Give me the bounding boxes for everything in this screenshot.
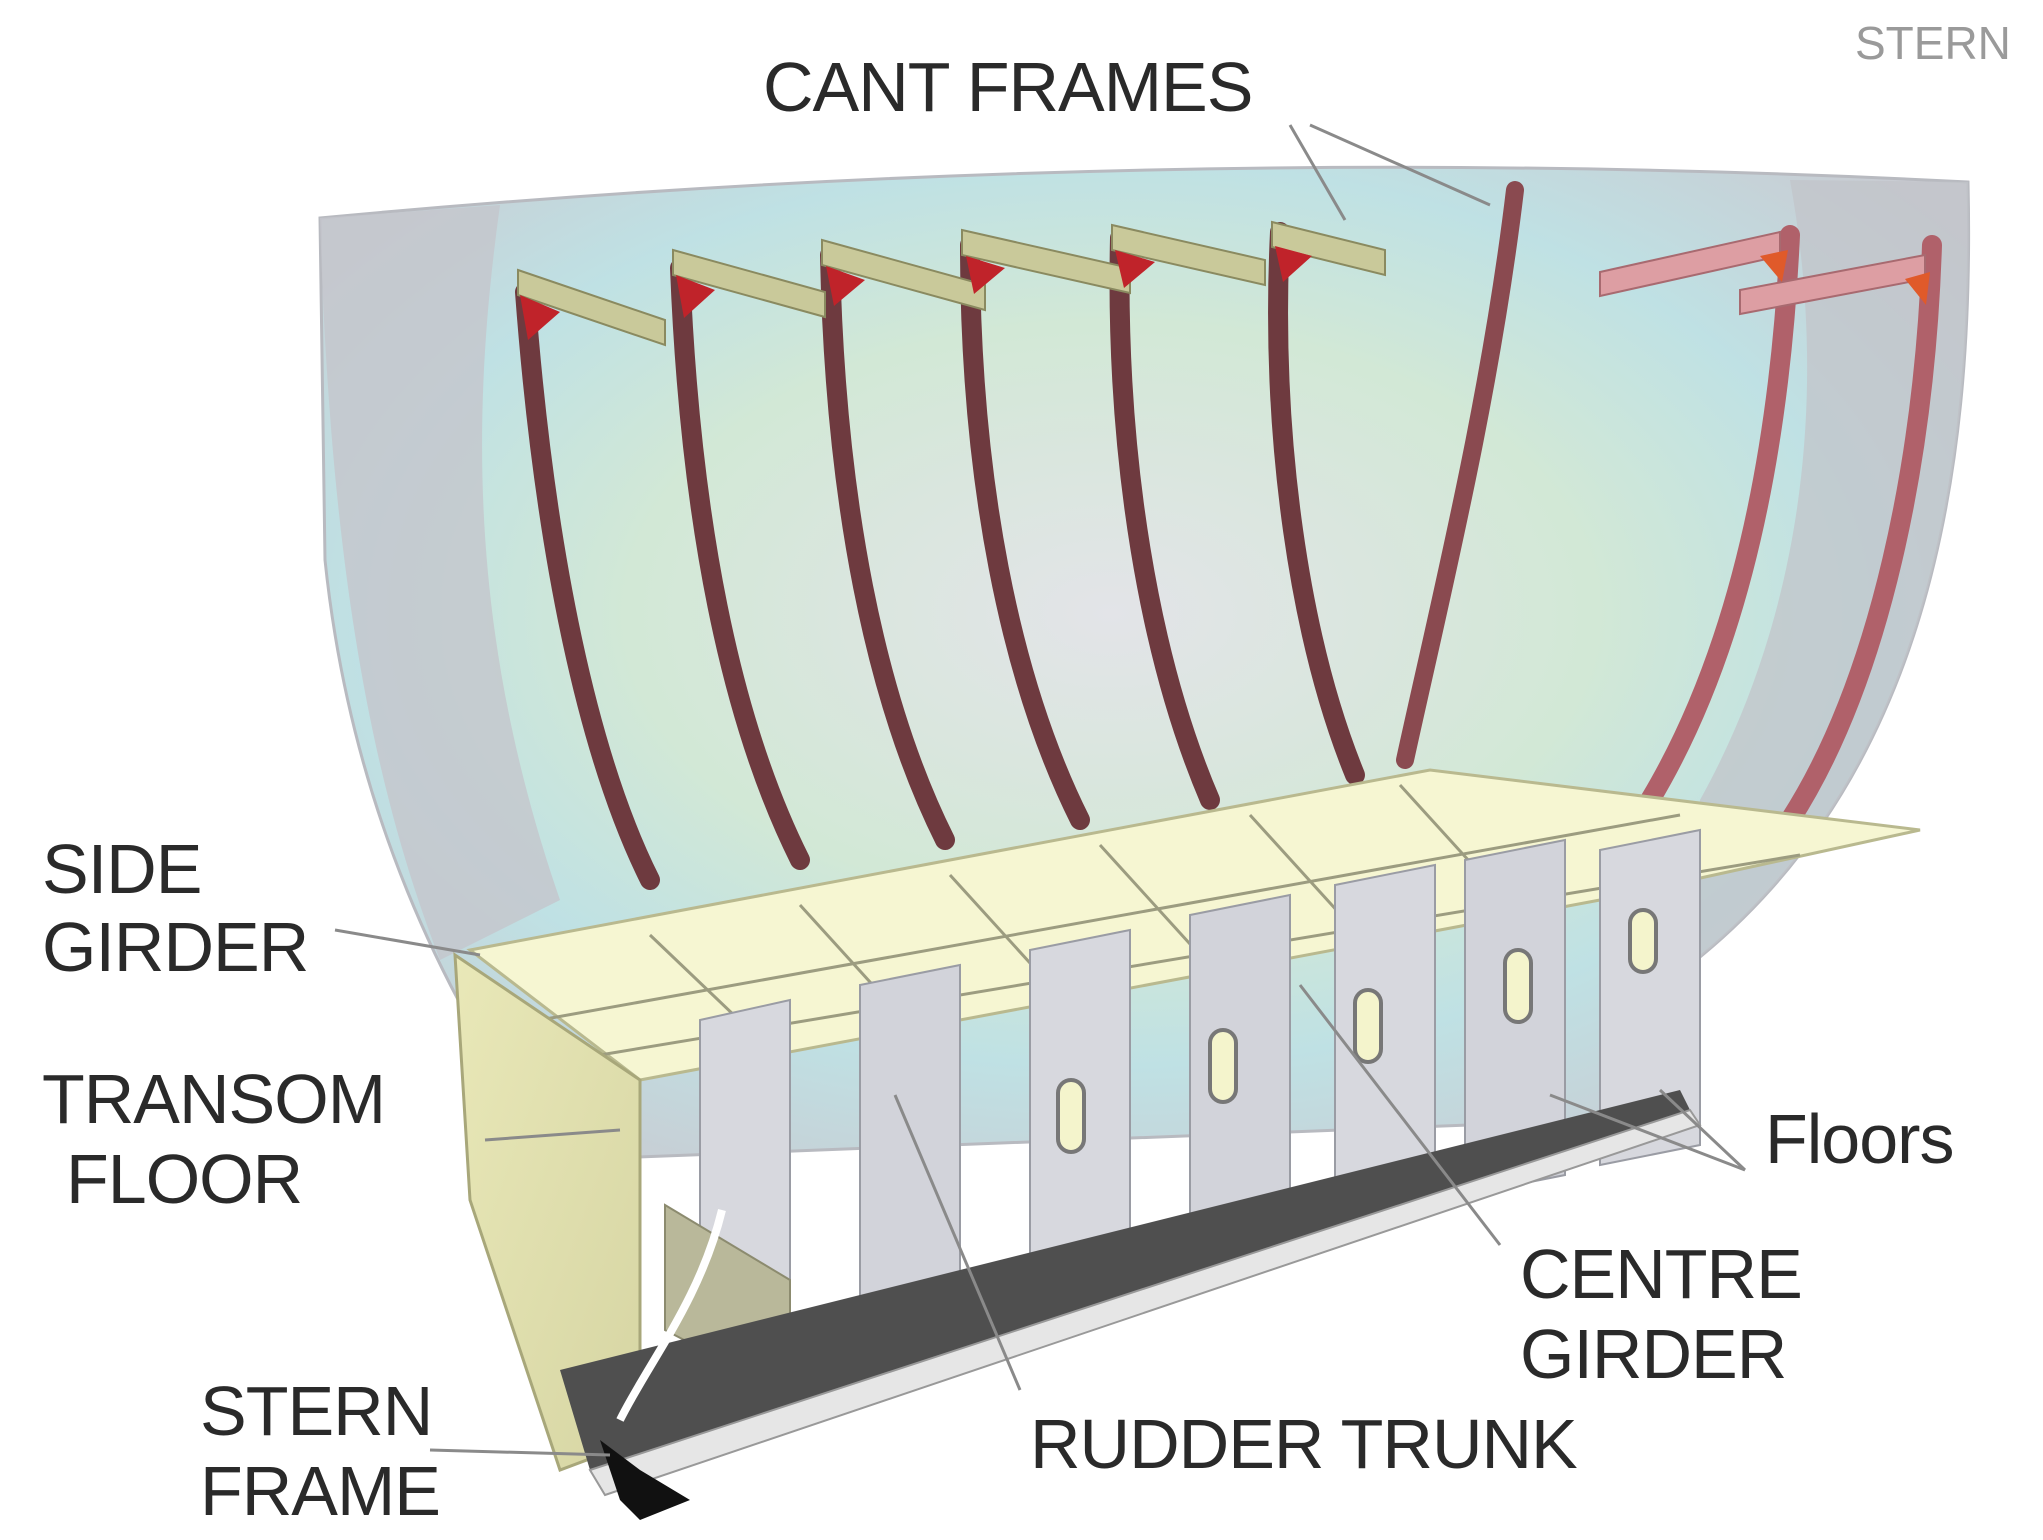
hole-4: [1503, 948, 1533, 1024]
leader-stern-frame: [429, 1448, 611, 1457]
transom-floor-label-line-1: TRANSOM: [42, 1060, 386, 1138]
cant-frame-4: [960, 235, 1090, 830]
rudder-trunk-label: RUDDER TRUNK: [1030, 1405, 1578, 1483]
floors-label: Floors: [1765, 1100, 1954, 1178]
side-girder-label-line-1: SIDE: [42, 830, 202, 908]
cant-frame-6: [1268, 222, 1365, 785]
cant-frame-5: [1109, 228, 1220, 810]
bracket-1: [520, 295, 560, 340]
cant-frame-1: [515, 282, 660, 890]
centre-girder-label-line-1: CENTRE: [1520, 1235, 1803, 1313]
lightening-holes: [1056, 908, 1658, 1154]
stern-frame: [600, 1440, 690, 1520]
shell-shade-left: [320, 205, 560, 960]
cant-frame-8: [1640, 225, 1800, 810]
cant-frame-9: [1780, 235, 1942, 830]
bracket-2: [676, 275, 715, 318]
stern-corner-label: STERN: [1855, 17, 2011, 69]
bracket-7: [1760, 250, 1788, 282]
hole-2: [1208, 1028, 1238, 1104]
bracket-6: [1275, 246, 1312, 282]
leader-floors-a: [1658, 1088, 1747, 1172]
bracket-8: [1905, 272, 1930, 305]
hole-5: [1628, 908, 1658, 974]
leader-centre-girder: [1298, 984, 1502, 1246]
hole-1: [1056, 1078, 1086, 1154]
keel-plate: [560, 1090, 1690, 1470]
rudder-trunk: [616, 1209, 726, 1422]
cant-frames-label: CANT FRAMES: [763, 48, 1253, 126]
bracket-5: [1115, 250, 1155, 288]
floor-7: [1599, 828, 1701, 1167]
cant-frame-7: [1396, 181, 1524, 769]
cant-frame-3: [820, 245, 955, 850]
deck-beam-6: [1271, 220, 1386, 277]
deck-beam-2: [672, 248, 826, 319]
transom-floor-label-line-2: FLOOR: [66, 1140, 303, 1218]
leader-floors-b: [1549, 1093, 1746, 1172]
leader-lines: [334, 123, 1747, 1457]
leader-side-girder: [334, 928, 481, 957]
brackets-group: [520, 246, 1930, 340]
keel-edge: [588, 1108, 1702, 1497]
deck-beams-group: [517, 220, 1926, 347]
deck-beam-4: [961, 228, 1131, 295]
bracket-3: [826, 266, 865, 306]
deck-beam-3: [821, 238, 986, 312]
centre-girder-label-line-2: GIRDER: [1520, 1315, 1787, 1393]
side-girder-label-line-2: GIRDER: [42, 908, 309, 986]
floor-2: [859, 963, 961, 1327]
leader-cant-frames-a: [1288, 124, 1347, 221]
leader-rudder-trunk: [893, 1094, 1022, 1391]
hole-3: [1353, 988, 1383, 1064]
leader-transom-floor: [484, 1128, 621, 1142]
cant-frames-group: [515, 181, 1942, 890]
shell-shade-right: [1690, 180, 1969, 965]
stern-frame-label-line-2: FRAME: [200, 1452, 441, 1530]
stern-frame-label-line-1: STERN: [200, 1372, 433, 1450]
bracket-4: [966, 256, 1005, 294]
leader-cant-frames-b: [1309, 123, 1491, 207]
deck-beam-1: [517, 268, 666, 347]
deck-beam-5: [1111, 223, 1266, 287]
cant-frame-2: [670, 258, 810, 870]
